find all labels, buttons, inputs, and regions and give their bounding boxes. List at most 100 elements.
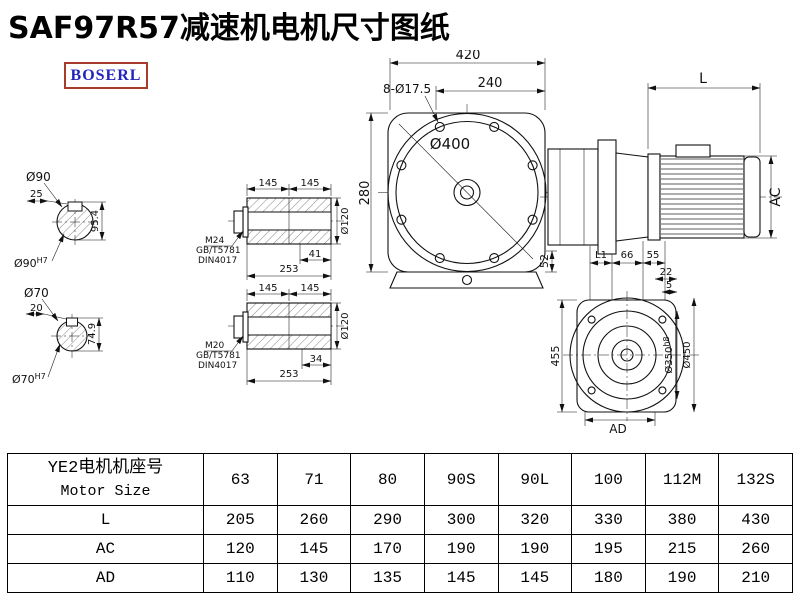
size-col: 100: [571, 453, 646, 506]
table-cell: 190: [644, 563, 720, 593]
dim-350-value: Ø350: [663, 347, 675, 374]
bolt-spec-m24: M24: [205, 236, 224, 246]
dim-455-label: 455: [549, 346, 562, 367]
dim-55-label: 55: [647, 250, 660, 261]
fit-tolerance: H7: [35, 372, 46, 381]
dim-AD-label: AD: [609, 422, 626, 436]
table-row-AC: AC 120 145 170 190 190 195 215 260: [7, 534, 793, 564]
table-row-AD: AD 110 130 135 145 145 180 190 210: [7, 563, 793, 593]
table-cell: 330: [571, 505, 646, 535]
dim-70H7-label: Ø70H7: [12, 372, 46, 386]
bolt-spec-din: DIN4017: [198, 256, 237, 266]
size-col: 90S: [423, 453, 499, 506]
dim-L-label: L: [699, 71, 707, 87]
dim-22-label: 22: [660, 267, 673, 278]
shaft-section-70: Ø70 20 74.9 Ø70H7: [12, 286, 103, 386]
bolt-spec-gb: GB/T5781: [196, 246, 241, 256]
table-cell: 145: [423, 563, 499, 593]
table-cell: 135: [350, 563, 425, 593]
dim-145a-label: 145: [258, 283, 277, 294]
dim-34-label: 34: [310, 354, 323, 365]
table-cell: 260: [276, 505, 352, 535]
hollow-shaft-bottom: 145 145 Ø120 M20 GB/T5781 DIN4017 34 253: [196, 283, 351, 385]
dim-240-label: 240: [478, 76, 503, 91]
table-cell: 260: [718, 534, 793, 564]
dim-145b-label: 145: [300, 178, 319, 189]
bolt-spec-gb: GB/T5781: [196, 351, 241, 361]
fit-diameter: Ø70: [12, 373, 35, 386]
dim-120-bottom-label: Ø120: [339, 313, 351, 340]
table-cell: 210: [718, 563, 793, 593]
dim-5-label: 5: [666, 280, 672, 291]
dim-95-4-label: 95.4: [90, 210, 101, 232]
dim-74-9-label: 74.9: [87, 323, 98, 345]
dim-d70-label: Ø70: [24, 286, 49, 300]
fit-diameter: Ø90: [14, 257, 37, 270]
row-label: AC: [7, 534, 204, 564]
table-cell: 215: [644, 534, 720, 564]
flange-view: L1 66 55 22 5 455 Ø350h8 Ø450 AD: [549, 241, 701, 436]
dim-120-top-label: Ø120: [339, 208, 351, 235]
dim-L1-label: L1: [595, 250, 607, 261]
table-cell: 190: [423, 534, 499, 564]
size-col: 63: [203, 453, 278, 506]
motor-size-label-en: Motor Size: [60, 482, 151, 500]
motor-dimension-table: YE2电机机座号 Motor Size 63 71 80 90S 90L 100…: [7, 453, 793, 593]
table-cell: 110: [203, 563, 278, 593]
table-row-L: L 205 260 290 300 320 330 380 430: [7, 505, 793, 535]
table-header-row: YE2电机机座号 Motor Size 63 71 80 90S 90L 100…: [7, 453, 793, 506]
dim-280-label: 280: [358, 181, 373, 206]
fit-tolerance: H7: [37, 256, 48, 265]
dim-d90-label: Ø90: [26, 170, 51, 184]
dim-450-label: Ø450: [681, 342, 693, 369]
table-cell: 120: [203, 534, 278, 564]
dim-145b-label: 145: [300, 283, 319, 294]
size-col: 80: [350, 453, 425, 506]
row-label: L: [7, 505, 204, 535]
table-cell: 180: [571, 563, 646, 593]
table-cell: 380: [644, 505, 720, 535]
dim-25-label: 25: [30, 189, 43, 200]
dim-20-label: 20: [30, 303, 43, 314]
dim-253-top-label: 253: [279, 264, 298, 275]
bolt-holes-label: 8-Ø17.5: [383, 82, 431, 96]
table-cell: 430: [718, 505, 793, 535]
motor-size-header-cell: YE2电机机座号 Motor Size: [7, 453, 204, 506]
table-cell: 300: [423, 505, 499, 535]
size-col: 71: [276, 453, 352, 506]
shaft-section-90: Ø90 25 95.4 Ø90H7: [14, 170, 106, 270]
table-cell: 145: [276, 534, 352, 564]
bolt-spec-din: DIN4017: [198, 361, 237, 371]
dim-400-label: Ø400: [430, 135, 470, 153]
dim-52-label: 52: [538, 254, 551, 268]
table-cell: 190: [497, 534, 573, 564]
dim-41-label: 41: [309, 249, 322, 260]
dim-66-label: 66: [621, 250, 634, 261]
size-col: 132S: [718, 453, 793, 506]
table-cell: 205: [203, 505, 278, 535]
technical-drawing: 420 240 8-Ø17.5 Ø400 280 52: [12, 50, 784, 436]
size-col: 112M: [644, 453, 720, 506]
dim-AC-label: AC: [768, 187, 784, 206]
table-cell: 290: [350, 505, 425, 535]
dim-145a-label: 145: [258, 178, 277, 189]
table-cell: 195: [571, 534, 646, 564]
hollow-shaft-top: 145 145 Ø120 M24 GB/T5781 DIN4017 41 253: [196, 178, 351, 280]
table-cell: 145: [497, 563, 573, 593]
dim-350-label: Ø350h8: [662, 336, 675, 373]
dim-350-tolerance: h8: [662, 336, 671, 346]
dim-420-label: 420: [456, 50, 481, 63]
motor-size-label-cn: YE2电机机座号: [47, 458, 164, 478]
brand-logo: BOSERL: [64, 62, 148, 89]
size-col: 90L: [497, 453, 573, 506]
page-title: SAF97R57减速机电机尺寸图纸: [8, 11, 450, 46]
table-cell: 170: [350, 534, 425, 564]
row-label: AD: [7, 563, 204, 593]
dim-90H7-label: Ø90H7: [14, 256, 48, 270]
bolt-spec-m20: M20: [205, 341, 224, 351]
side-view-motor: L AC: [540, 71, 784, 255]
table-cell: 320: [497, 505, 573, 535]
front-view: 420 240 8-Ø17.5 Ø400 280 52: [358, 50, 557, 289]
dim-253-bottom-label: 253: [279, 369, 298, 380]
